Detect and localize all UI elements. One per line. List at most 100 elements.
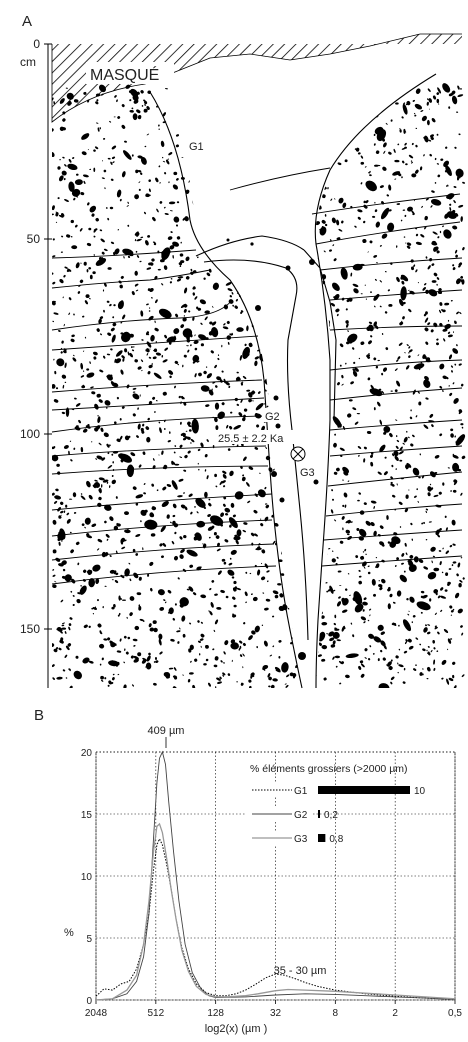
clast — [413, 264, 416, 267]
clast — [453, 186, 457, 188]
clast — [107, 267, 112, 270]
clast — [393, 532, 398, 536]
clast — [98, 399, 103, 403]
clast — [436, 650, 439, 653]
clast — [111, 475, 114, 477]
clast — [61, 411, 66, 415]
clast — [149, 512, 154, 518]
clast — [398, 648, 401, 651]
clast — [107, 452, 110, 455]
clast — [162, 160, 166, 163]
clast — [121, 406, 125, 409]
clast — [445, 146, 448, 149]
clast — [241, 443, 244, 447]
clast — [176, 630, 181, 633]
clast — [342, 504, 345, 507]
clast — [216, 548, 221, 552]
clast — [88, 660, 94, 664]
clast — [441, 309, 444, 312]
clast — [119, 284, 123, 289]
clast — [327, 187, 329, 190]
clast — [159, 182, 161, 184]
clast — [152, 396, 156, 400]
clast — [229, 524, 232, 528]
clast — [132, 548, 136, 553]
clast — [199, 299, 206, 305]
clast — [103, 432, 109, 438]
clast — [235, 539, 239, 545]
clast — [100, 675, 104, 680]
clast — [135, 553, 139, 556]
clast — [425, 508, 429, 511]
clast — [63, 350, 67, 354]
clast — [370, 384, 375, 390]
clast — [401, 562, 404, 565]
clast — [68, 623, 72, 626]
clast — [433, 272, 438, 277]
clast — [354, 421, 359, 425]
clast — [171, 461, 176, 465]
clast — [161, 247, 171, 261]
y-tick-label: 20 — [81, 748, 93, 759]
clast — [86, 368, 90, 371]
clast — [69, 685, 73, 688]
clast — [437, 595, 441, 599]
clast — [462, 247, 465, 251]
clast — [124, 348, 128, 353]
clast — [52, 519, 57, 525]
clast — [211, 305, 214, 308]
clast — [208, 610, 211, 612]
clast — [225, 513, 229, 516]
clast — [68, 181, 75, 192]
y-tick-label: 0 — [86, 996, 92, 1007]
clast — [58, 541, 61, 546]
clast — [378, 683, 390, 688]
clast — [121, 124, 126, 129]
clast — [454, 249, 458, 254]
clast — [232, 596, 236, 600]
inset-category-label: G3 — [294, 834, 308, 845]
clast — [419, 453, 422, 456]
clast — [227, 569, 235, 576]
clast — [104, 400, 111, 406]
clast — [352, 347, 355, 350]
clast — [411, 142, 414, 146]
clast — [383, 426, 391, 433]
clast — [215, 485, 218, 488]
clast — [109, 444, 111, 447]
clast — [265, 504, 270, 509]
clast — [462, 577, 465, 580]
clast — [97, 127, 100, 132]
clast — [133, 645, 136, 647]
clast — [427, 492, 431, 497]
clast — [365, 180, 377, 192]
clast — [106, 353, 111, 356]
clast — [97, 502, 102, 508]
clast — [442, 375, 448, 380]
clast — [132, 94, 139, 101]
clast — [257, 391, 261, 394]
clast — [161, 283, 164, 286]
clast — [116, 396, 120, 400]
clast — [189, 564, 194, 568]
clast — [188, 180, 190, 183]
clast — [411, 621, 414, 624]
clast — [147, 573, 150, 577]
clast — [92, 484, 96, 489]
clast — [122, 599, 126, 601]
clast — [401, 280, 405, 285]
clast — [66, 413, 69, 416]
clast — [111, 479, 116, 485]
clast — [370, 522, 375, 527]
clast — [190, 511, 193, 515]
clast — [145, 193, 150, 198]
clast — [266, 405, 269, 408]
clast — [383, 142, 387, 148]
clast — [115, 358, 122, 364]
clast — [441, 677, 444, 680]
clast — [116, 650, 122, 653]
clast — [286, 674, 290, 678]
clast — [415, 664, 417, 667]
clast — [392, 601, 396, 604]
clast — [205, 658, 209, 662]
